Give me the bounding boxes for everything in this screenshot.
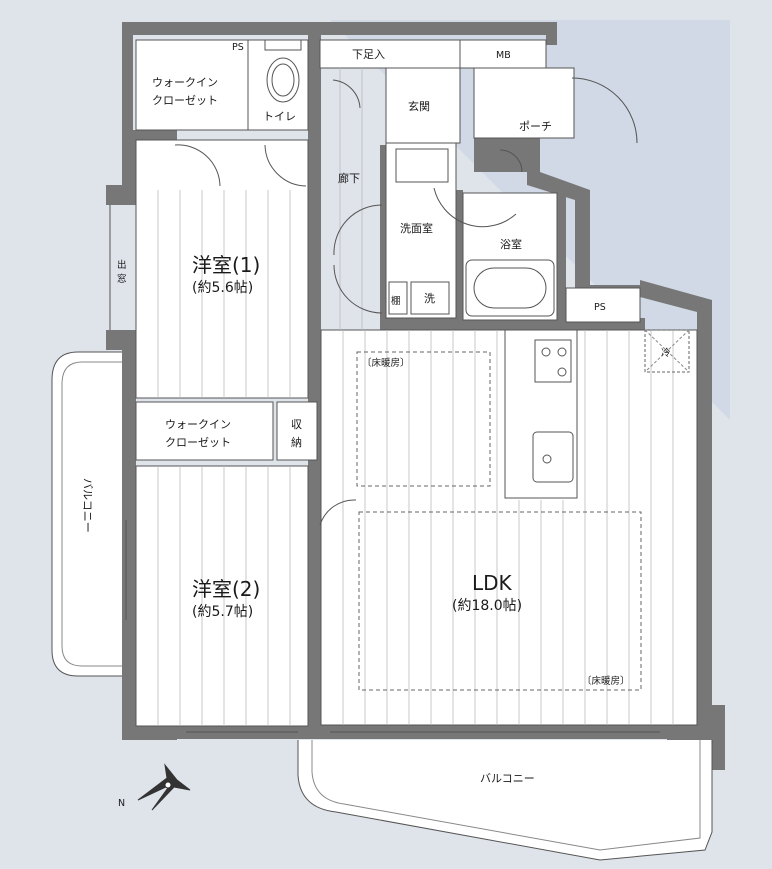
- shelf: [388, 281, 408, 315]
- ps-right-label: PS: [594, 302, 606, 313]
- compass-rose: [137, 763, 191, 811]
- bathtub: [465, 259, 555, 317]
- walkin-closet-1-line1: ウォークイン: [152, 76, 218, 89]
- floor-heating-area-1: [356, 351, 491, 487]
- ldk-size: (約18.0帖): [452, 598, 522, 614]
- porch-label: ポーチ: [519, 120, 552, 133]
- walkin-closet-1-line2: クローゼット: [152, 94, 218, 107]
- walkin-closet-2-line1: ウォークイン: [165, 418, 231, 431]
- storage-label-1: 収: [291, 418, 302, 431]
- fridge-label: 冷: [661, 347, 671, 359]
- bathroom-label: 浴室: [500, 237, 522, 251]
- balcony-left-inner: [61, 361, 122, 667]
- shelf-label: 棚: [391, 295, 401, 307]
- bay-window-label-2: 窓: [117, 273, 127, 285]
- storage-label-2: 納: [291, 436, 302, 449]
- toilet-label: トイレ: [263, 110, 296, 123]
- balcony-left-label: バルコニー: [81, 478, 94, 533]
- balcony-bottom-inner: [311, 740, 701, 851]
- floor-heating-area-2: [358, 511, 642, 691]
- western-room-2-name: 洋室(2): [192, 577, 260, 601]
- shoe-storage-label: 下足入: [352, 48, 385, 61]
- sink: [532, 431, 574, 483]
- floor-heating-label-1: 〔床暖房〕: [362, 357, 410, 369]
- western-room-2-size: (約5.7帖): [192, 604, 253, 620]
- door-swings: [174, 77, 638, 526]
- ps-top-label: PS: [232, 42, 244, 53]
- windows: [109, 205, 660, 733]
- washroom-label: 洗面室: [400, 221, 433, 235]
- washer-label: 洗: [424, 292, 435, 305]
- flooring-lines: [157, 68, 674, 726]
- stove: [534, 339, 572, 383]
- corridor-label: 廊下: [338, 171, 360, 185]
- mb-label: MB: [496, 50, 511, 61]
- ldk-name: LDK: [472, 571, 513, 595]
- bay-window-label-1: 出: [117, 259, 127, 271]
- balcony-bottom-outline: [297, 740, 713, 861]
- toilet-fixture: [264, 39, 302, 103]
- washer-space: [410, 281, 450, 315]
- fridge-space: [644, 329, 690, 373]
- floor-heating-label-2: 〔床暖房〕: [582, 675, 630, 687]
- entrance-label: 玄関: [408, 99, 430, 113]
- balcony-left-outline: [51, 351, 122, 677]
- western-room-1-size: (約5.6帖): [192, 280, 253, 296]
- north-label: N: [118, 798, 125, 809]
- balcony-bottom-label: バルコニー: [480, 772, 535, 785]
- washbasin: [395, 148, 449, 183]
- walkin-closet-2-line2: クローゼット: [165, 436, 231, 449]
- kitchen-counter: [504, 329, 578, 499]
- western-room-1-name: 洋室(1): [192, 253, 260, 277]
